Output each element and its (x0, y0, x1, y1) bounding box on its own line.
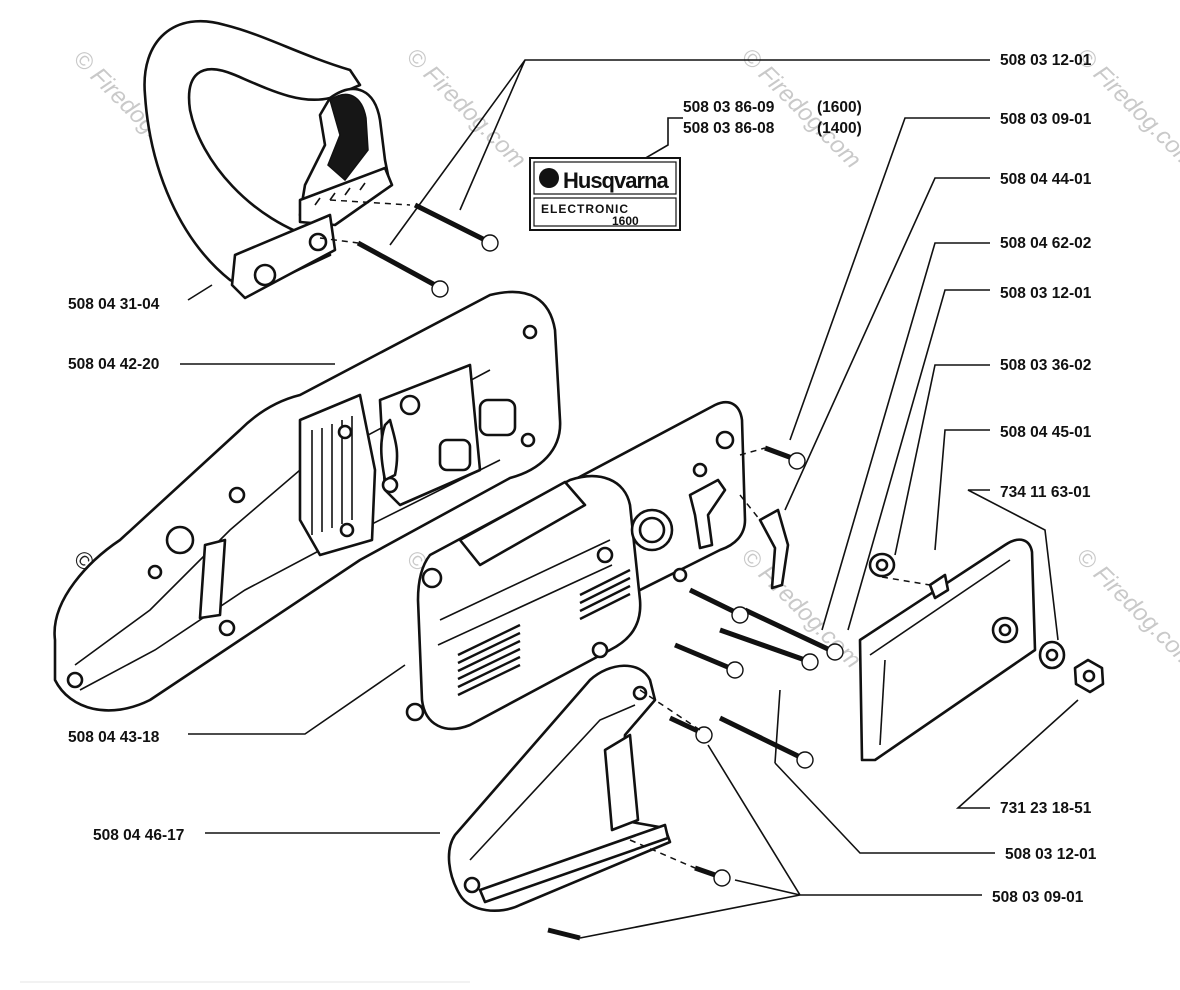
part-label: 508 04 44-01 (1000, 171, 1092, 188)
part-label: 508 04 46-17 (93, 827, 184, 844)
front-handle (143, 19, 394, 300)
decal-variant-1: (1600) (817, 99, 862, 116)
part-label: 508 03 12-01 (1000, 52, 1092, 69)
part-label: 508 03 09-01 (1000, 111, 1092, 128)
part-label: 731 23 18-51 (1000, 800, 1092, 817)
part-label: 508 04 62-02 (1000, 235, 1091, 252)
watermark: © Firedog.com (736, 543, 867, 674)
watermark: © Firedog.com (1071, 543, 1180, 674)
part-label: 508 03 12-01 (1000, 285, 1092, 302)
part-label: 508 04 42-20 (68, 356, 159, 373)
assembly-lines (319, 199, 931, 869)
part-label: 508 04 31-04 (68, 296, 160, 313)
decal-line2: 1600 (612, 214, 639, 228)
part-label: 508 04 43-18 (68, 729, 160, 746)
rear-handle (447, 664, 672, 912)
part-label: 508 03 36-02 (1000, 357, 1091, 374)
decal: 508 03 86-09 508 03 86-08 (1600) (1400) … (529, 99, 862, 231)
right-callouts: 508 03 12-01 508 03 09-01 508 04 44-01 5… (389, 52, 1097, 939)
decal-brand: Husqvarna (563, 168, 669, 193)
decal-part-number-1: 508 03 86-09 (683, 99, 775, 116)
decal-line1: ELECTRONIC (541, 202, 629, 216)
motor-housing (405, 474, 674, 731)
part-label: 734 11 63-01 (1000, 484, 1091, 501)
screws (356, 202, 844, 941)
decal-variant-2: (1400) (817, 120, 862, 137)
part-label: 508 03 09-01 (992, 889, 1084, 906)
left-housing (53, 290, 562, 712)
part-label: 508 04 45-01 (1000, 424, 1092, 441)
nut-and-washers (868, 552, 1105, 694)
part-label: 508 03 12-01 (1005, 846, 1097, 863)
decal-part-number-2: 508 03 86-08 (683, 120, 775, 137)
chain-cover (858, 538, 1037, 762)
latch-lever (758, 508, 790, 590)
left-callouts: 508 04 31-04 508 04 42-20 508 04 43-18 5… (68, 284, 440, 844)
watermark: © Firedog.com (401, 43, 532, 174)
